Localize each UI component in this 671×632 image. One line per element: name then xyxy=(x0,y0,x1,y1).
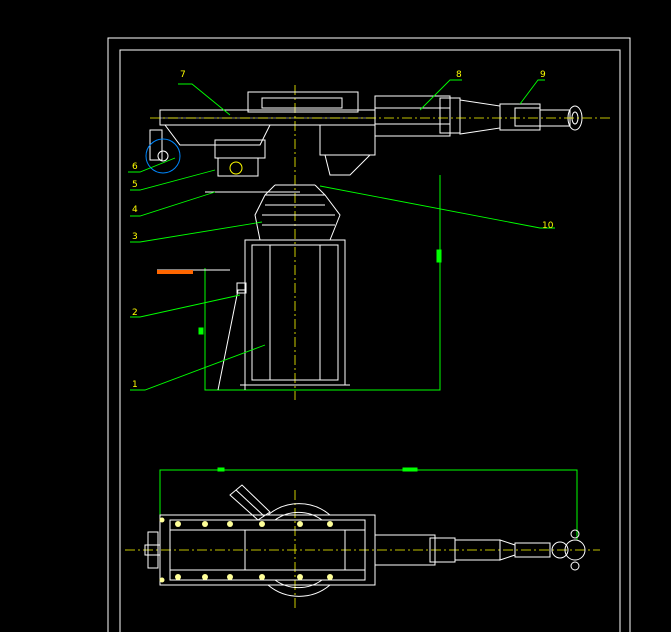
balloon-10: 10 xyxy=(542,221,554,231)
clamp-ring xyxy=(229,161,243,175)
drawing-frame xyxy=(107,37,631,632)
slewing-ring xyxy=(267,503,331,597)
elevation-view: 1 2 3 4 5 6 7 8 9 10 xyxy=(128,70,612,400)
balloon-6: 6 xyxy=(132,162,138,172)
side-bracket xyxy=(217,282,247,391)
plan-telescopic-arm xyxy=(374,529,586,571)
left-hub xyxy=(157,150,169,162)
balloon-5: 5 xyxy=(132,180,138,190)
balloon-4: 4 xyxy=(132,205,138,215)
plan-dimension-frame xyxy=(159,467,578,545)
bolt-holes xyxy=(159,517,333,583)
balloon-8: 8 xyxy=(456,70,462,80)
ground-hatch xyxy=(157,269,230,274)
boom-plate xyxy=(144,514,376,586)
leader-lines xyxy=(128,79,555,391)
diagonal-arm xyxy=(229,484,271,521)
balloon-2: 2 xyxy=(132,308,138,318)
boom-body xyxy=(149,91,376,177)
balloon-3: 3 xyxy=(132,232,138,242)
balloon-9: 9 xyxy=(540,70,546,80)
left-rotary-circle xyxy=(145,138,181,174)
plan-view xyxy=(125,467,600,610)
balloon-labels: 1 2 3 4 5 6 7 8 9 10 xyxy=(132,70,554,390)
turret-base xyxy=(254,184,341,241)
balloon-7: 7 xyxy=(180,70,186,80)
support-frame xyxy=(198,175,442,391)
telescopic-arm xyxy=(374,95,583,137)
balloon-1: 1 xyxy=(132,380,138,390)
